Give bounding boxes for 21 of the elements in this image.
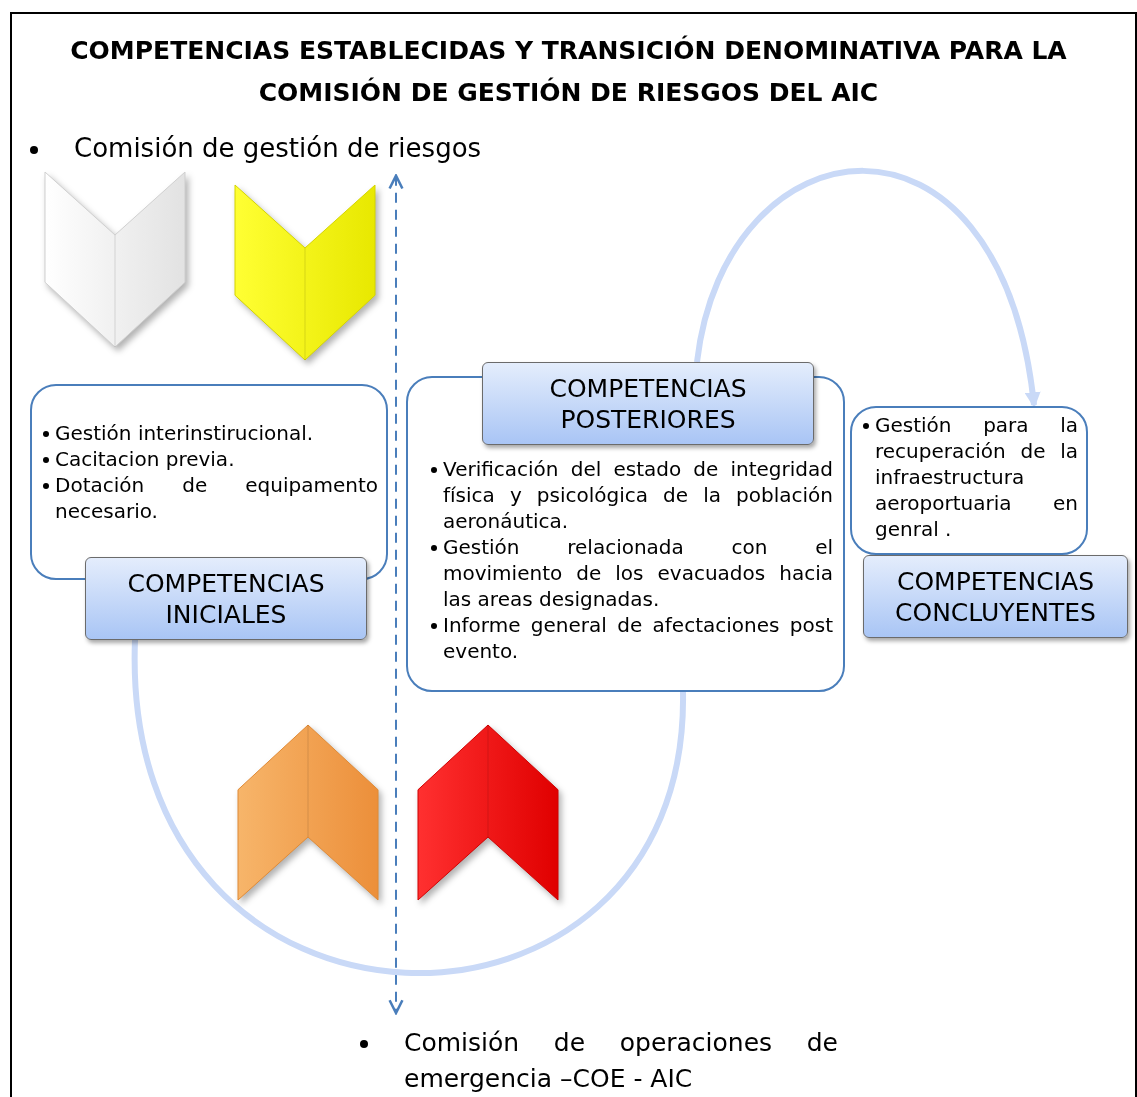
- chevron-shape: [418, 725, 558, 900]
- bullet-text: Cacitacion previa.: [55, 447, 235, 471]
- bullet-text: Dotación de equipamento necesario.: [55, 473, 378, 523]
- bullet-text: Gestión para la recuperación de la infraestructura aeroportuaria en genral .: [875, 413, 1078, 541]
- heading-tab: COMPETENCIAS CONCLUYENTES: [863, 555, 1128, 638]
- bullet-text: Gestión interinstirucional.: [55, 421, 314, 445]
- bullet-text: Gestión relacionada con el movimiento de los evacuados hacia las areas designadas.: [443, 535, 833, 611]
- heading-tab: COMPETENCIAS POSTERIORES: [482, 362, 814, 445]
- curved-line: [132, 639, 686, 976]
- heading-tab: COMPETENCIAS INICIALES: [85, 557, 367, 640]
- title: COMPETENCIAS ESTABLECIDAS Y TRANSICIÓN DENOMINATIVA PARA LA COMISIÓN DE GESTIÓN DE RIESGOS DEL AIC: [69, 34, 1068, 109]
- bullet-text: Verificación del estado de integridad física y psicológica de la población aeronáutica.: [443, 457, 833, 533]
- chevron-shape: [238, 725, 378, 900]
- bullet-text: Comisión de gestión de riesgos: [74, 130, 500, 168]
- bullet-text: Informe general de afectaciones post evento.: [443, 613, 833, 663]
- curved-arrow: [694, 168, 1040, 409]
- chevron-shape: [235, 185, 375, 360]
- chevron-shape: [45, 172, 185, 347]
- bullet-text: Comisión de operaciones de emergencia –COE - AIC: [404, 1025, 838, 1097]
- dashed-double-arrow: [388, 174, 404, 1015]
- rounded-text-box: [850, 406, 1088, 555]
